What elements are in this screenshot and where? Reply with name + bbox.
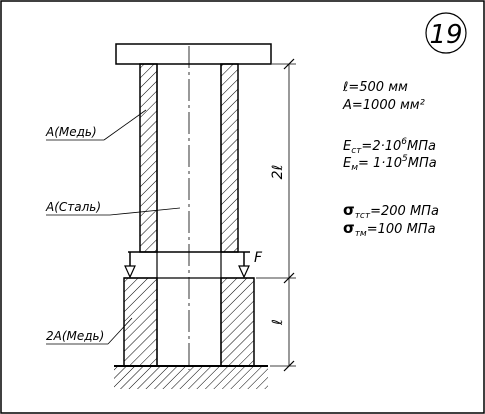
ground-hatch <box>114 367 268 389</box>
upper-copper-wall-right <box>220 63 239 253</box>
problem-number-circle <box>425 12 467 54</box>
param-e-copper: Eм= 1·105МПа <box>343 154 437 173</box>
lower-copper-wall-left <box>123 277 158 367</box>
param-sigma-steel: σтст=200 МПа <box>343 201 439 221</box>
dim-tick-top <box>283 58 295 70</box>
param-e-steel: Eст=2·106МПа <box>343 137 436 156</box>
dim-tick-middle <box>283 272 295 284</box>
dim-tick-bottom <box>283 360 295 372</box>
force-arrow-left-head <box>124 265 136 279</box>
lower-copper-wall-right <box>220 277 255 367</box>
leader-copper-bottom-diag <box>107 317 133 345</box>
label-copper-bottom: 2A(Медь) <box>46 329 104 343</box>
param-sigma-copper: σтм=100 МПа <box>343 219 436 239</box>
dimension-label-lower: ℓ <box>270 319 286 326</box>
label-steel: A(Сталь) <box>45 200 101 214</box>
param-area: A=1000 мм² <box>342 98 425 113</box>
force-arrow-right-head <box>238 265 250 279</box>
force-label: F <box>254 250 263 266</box>
dimension-label-upper: 2ℓ <box>270 165 286 180</box>
leader-steel-diag <box>109 207 181 216</box>
leader-copper-top-diag <box>103 109 147 141</box>
param-length: ℓ=500 мм <box>342 80 408 95</box>
upper-copper-wall-left <box>139 63 158 253</box>
top-plate <box>115 43 272 65</box>
label-copper-top: A(Медь) <box>45 125 97 139</box>
problem-number: 19 <box>429 20 462 50</box>
